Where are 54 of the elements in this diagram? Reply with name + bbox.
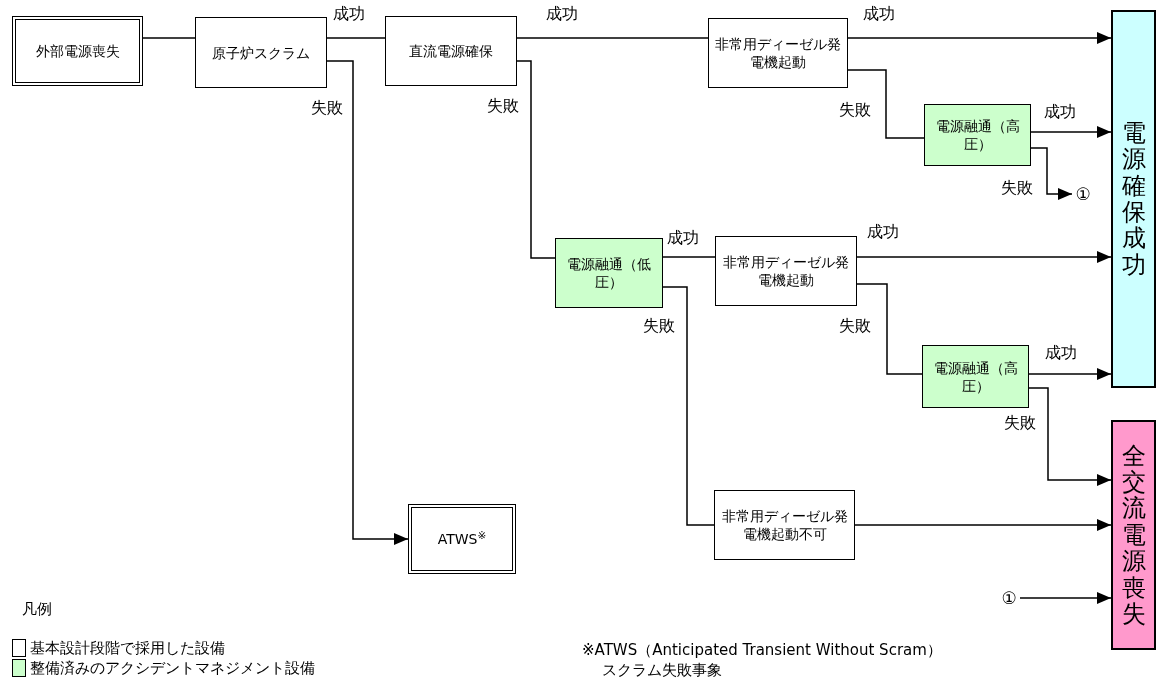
connector-arrow (1028, 387, 1112, 486)
node-label: 電源融通（高圧） (932, 358, 1019, 395)
edge-label: 成功 (1044, 343, 1078, 363)
connector-arrow (1019, 592, 1112, 604)
edge-label: 成功 (545, 4, 579, 24)
connector-arrow (1030, 147, 1073, 200)
legend-label: 整備済みのアクシデントマネジメント設備 (30, 659, 315, 677)
node-label: 非常用ディーゼル発電機起動 (714, 35, 842, 71)
process-box (922, 345, 1029, 408)
footnote: スクラム失敗事象 (602, 661, 722, 679)
edge-label: 失敗 (642, 316, 676, 336)
node-label: ① (1001, 588, 1017, 608)
edge-label: 失敗 (310, 98, 344, 118)
edge-label: 失敗 (1000, 178, 1034, 198)
result-box (1111, 420, 1156, 650)
node-label: ATWS$^{※}$ (436, 530, 488, 548)
node-label: ① (1075, 184, 1091, 204)
result-box (1111, 10, 1156, 388)
node-label: 直流電源確保 (408, 42, 494, 60)
edge-label: 成功 (666, 228, 700, 248)
edge-label: 失敗 (838, 316, 872, 336)
connector-arrow (847, 32, 1112, 44)
connector-arrow (1030, 126, 1112, 138)
node-label: 全交流電源喪失 (1121, 442, 1146, 628)
process-box (715, 236, 857, 306)
event-box (408, 504, 516, 574)
edge-label: 成功 (332, 4, 366, 24)
legend-title: 凡例 (22, 600, 52, 618)
event-box (12, 16, 143, 86)
process-box (924, 104, 1031, 166)
edge-label: 失敗 (486, 96, 520, 116)
connector-arrow (854, 519, 1112, 531)
node-label: 電源確保成功 (1121, 119, 1146, 279)
node-label: 電源融通（高圧） (934, 117, 1021, 153)
edge-label: 失敗 (1003, 413, 1037, 433)
process-box (555, 238, 663, 308)
legend-label: 基本設計段階で採用した設備 (30, 639, 225, 657)
footnote: ※ATWS（Anticipated Transient Without Scram） (582, 641, 942, 659)
connector-arrow (856, 251, 1112, 263)
node-label: 非常用ディーゼル発電機起動不可 (720, 507, 849, 543)
edge-label: 失敗 (838, 100, 872, 120)
edge-label: 成功 (862, 4, 896, 24)
node-label: 非常用ディーゼル発電機起動 (722, 253, 850, 289)
connector-arrow (1028, 368, 1112, 380)
process-box (195, 17, 327, 88)
node-label: 電源融通（低圧） (566, 255, 652, 291)
edge-label: 成功 (866, 222, 900, 242)
process-box (385, 16, 517, 86)
connector-arrow (326, 60, 409, 545)
edge-label: 成功 (1043, 102, 1077, 122)
node-label: 外部電源喪失 (34, 42, 121, 60)
process-box (714, 490, 855, 560)
process-box (708, 18, 848, 88)
node-label: 原子炉スクラム (211, 43, 311, 62)
